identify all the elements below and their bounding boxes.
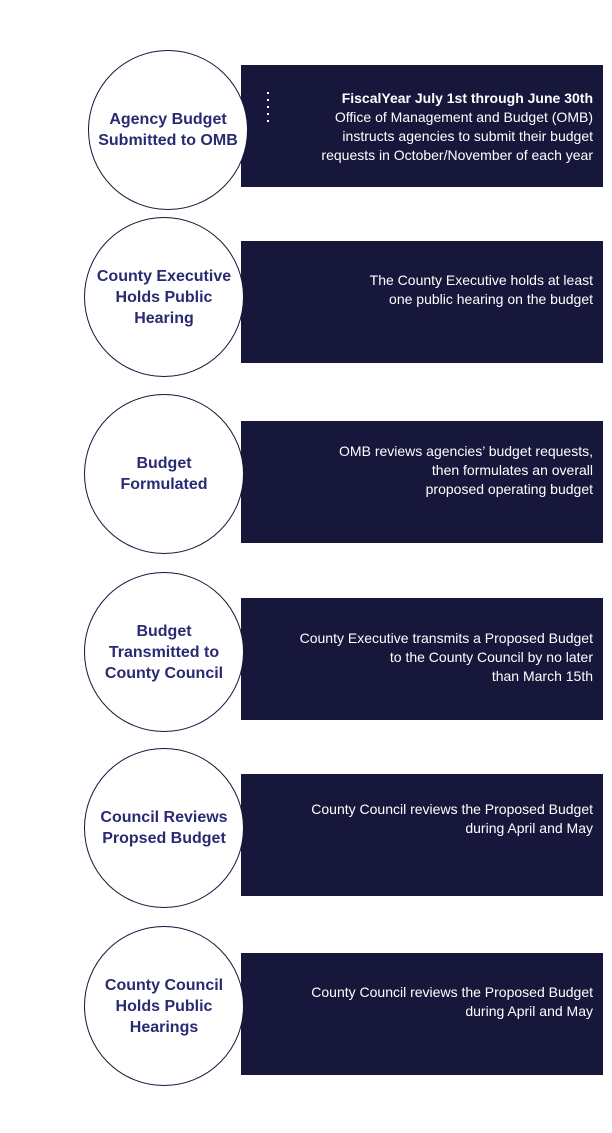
step-4-desc-line: to the County Council by no later (389, 649, 593, 665)
step-2-label-line: County Executive (96, 267, 232, 285)
step-6-label: County Council Holds Public Hearings (94, 975, 234, 1038)
step-4-label-line: Transmitted to (108, 643, 220, 661)
step-1-description: FiscalYear July 1st through June 30th Of… (321, 89, 593, 165)
step-6-label-line: County Council (104, 976, 224, 994)
step-3-desc-line: then formulates an overall (431, 462, 593, 478)
step-1-description-panel: FiscalYear July 1st through June 30th Of… (241, 65, 603, 187)
process-step-6: County Council reviews the Proposed Budg… (0, 926, 612, 1106)
step-3-description-panel: OMB reviews agencies’ budget requests, t… (241, 421, 603, 543)
step-5-label: Council Reviews Propsed Budget (94, 807, 234, 849)
process-step-2: The County Executive holds at least one … (0, 217, 612, 397)
process-step-4: County Executive transmits a Proposed Bu… (0, 572, 612, 752)
process-step-1: FiscalYear July 1st through June 30th Of… (0, 50, 612, 230)
step-3-label-line: Formulated (120, 476, 208, 493)
step-6-desc-line: County Council reviews the Proposed Budg… (311, 984, 593, 1000)
step-2-circle: County Executive Holds Public Hearing (84, 217, 244, 377)
step-6-circle: County Council Holds Public Hearings (84, 926, 244, 1086)
step-1-circle: Agency Budget Submitted to OMB (88, 50, 248, 210)
step-5-label-line: Council Reviews (100, 809, 228, 826)
step-1-label-line: Submitted to OMB (98, 132, 238, 149)
step-2-label: County Executive Holds Public Hearing (94, 266, 234, 329)
step-4-desc-line: County Executive transmits a Proposed Bu… (299, 630, 593, 646)
step-4-description: County Executive transmits a Proposed Bu… (300, 629, 593, 686)
step-6-desc-line: during April and May (465, 1003, 593, 1019)
step-4-description-panel: County Executive transmits a Proposed Bu… (241, 598, 603, 720)
step-6-label-line: Hearings (129, 1018, 199, 1036)
step-1-desc-line: requests in October/November of each yea… (321, 147, 593, 163)
step-4-label-line: County Council (104, 664, 224, 682)
process-step-3: OMB reviews agencies’ budget requests, t… (0, 394, 612, 574)
step-6-label-line: Holds Public (115, 997, 213, 1015)
step-5-circle: Council Reviews Propsed Budget (84, 748, 244, 908)
process-step-5: County Council reviews the Proposed Budg… (0, 748, 612, 928)
step-5-description: County Council reviews the Proposed Budg… (311, 800, 593, 838)
step-5-label-line: Propsed Budget (102, 830, 226, 847)
step-5-description-panel: County Council reviews the Proposed Budg… (241, 774, 603, 896)
step-3-label: Budget Formulated (94, 453, 234, 495)
step-3-description: OMB reviews agencies’ budget requests, t… (339, 442, 593, 499)
step-4-circle: Budget Transmitted to County Council (84, 572, 244, 732)
step-4-label-line: Budget (136, 622, 192, 640)
step-6-description: County Council reviews the Proposed Budg… (311, 983, 593, 1021)
dotted-connector-icon (267, 92, 271, 127)
step-1-fiscal-year-title: FiscalYear July 1st through June 30th (341, 90, 593, 106)
step-5-desc-line: during April and May (465, 820, 593, 836)
step-3-desc-line: proposed operating budget (425, 481, 593, 497)
step-2-label-line: Holds Public (115, 288, 213, 306)
step-2-desc-line: The County Executive holds at least (369, 272, 593, 288)
step-3-label-line: Budget (136, 455, 192, 472)
step-4-desc-line: than March 15th (491, 668, 593, 684)
step-1-label: Agency Budget Submitted to OMB (98, 109, 238, 151)
step-1-desc-line: instructs agencies to submit their budge… (342, 128, 593, 144)
step-2-desc-line: one public hearing on the budget (389, 291, 593, 307)
step-2-label-line: Hearing (134, 309, 194, 327)
step-6-description-panel: County Council reviews the Proposed Budg… (241, 953, 603, 1075)
step-5-desc-line: County Council reviews the Proposed Budg… (311, 801, 593, 817)
step-2-description-panel: The County Executive holds at least one … (241, 241, 603, 363)
step-1-label-line: Agency Budget (109, 111, 227, 128)
step-3-desc-line: OMB reviews agencies’ budget requests, (339, 443, 593, 459)
step-3-circle: Budget Formulated (84, 394, 244, 554)
step-2-description: The County Executive holds at least one … (370, 271, 593, 309)
step-1-desc-line: Office of Management and Budget (OMB) (334, 109, 593, 125)
step-4-label: Budget Transmitted to County Council (94, 621, 234, 684)
